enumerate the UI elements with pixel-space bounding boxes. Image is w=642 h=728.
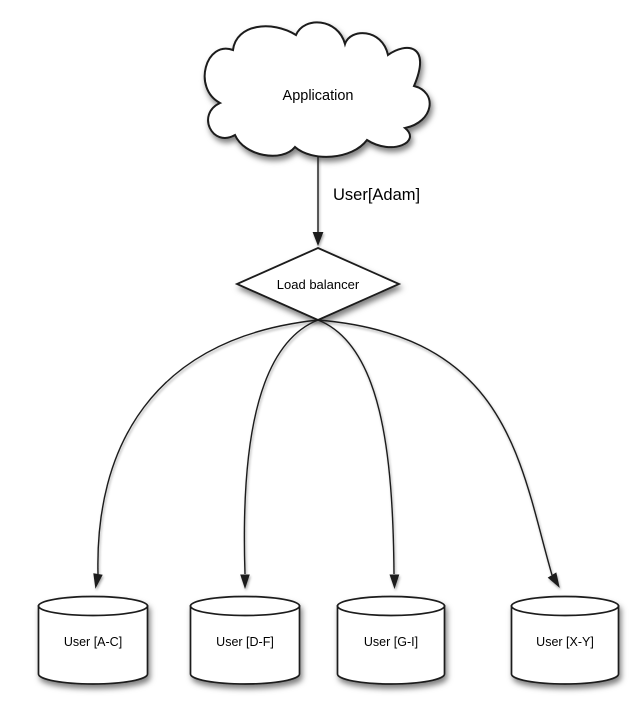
shard-label-1: User [A-C] [64,635,122,649]
cylinder-shape [189,605,301,685]
application-label: Application [283,88,354,104]
cylinder-top [336,595,446,617]
arrowhead-down-icon [389,574,400,589]
shard-label-3: User [G-I] [364,635,418,649]
arrowhead-down-icon [240,574,250,589]
cylinder-shape [37,605,149,685]
shard-node-3 [336,595,446,685]
shard-node-4 [510,595,620,685]
edge-curve-1 [97,319,319,575]
load-balancer-label: Load balancer [277,277,360,292]
arrowhead-down-icon [93,573,103,589]
edge-curve-2 [243,319,319,575]
arrowhead-down-icon [312,232,324,246]
application-cloud-node [203,21,431,158]
cylinder-top [37,595,149,617]
cloud-shape [203,21,431,158]
shard-label-4: User [X-Y] [536,635,594,649]
edge-curve-4 [317,319,553,576]
edge-to-shard-4 [317,319,560,588]
shard-label-2: User [D-F] [216,635,274,649]
cylinder-shape [336,605,446,685]
edge-to-shard-1 [93,319,319,589]
arrowhead-down-icon [547,572,560,588]
shard-node-2 [189,595,301,685]
edge-curve-3 [317,319,395,575]
cylinder-shape [510,605,620,685]
request-arrow-label: User[Adam] [333,186,420,204]
cylinder-top [510,595,620,617]
request-arrow [312,156,324,246]
edge-to-shard-3 [317,319,400,589]
shard-node-1 [37,595,149,685]
cylinder-top [189,595,301,617]
shard-edges [93,319,560,589]
edge-to-shard-2 [240,319,319,589]
